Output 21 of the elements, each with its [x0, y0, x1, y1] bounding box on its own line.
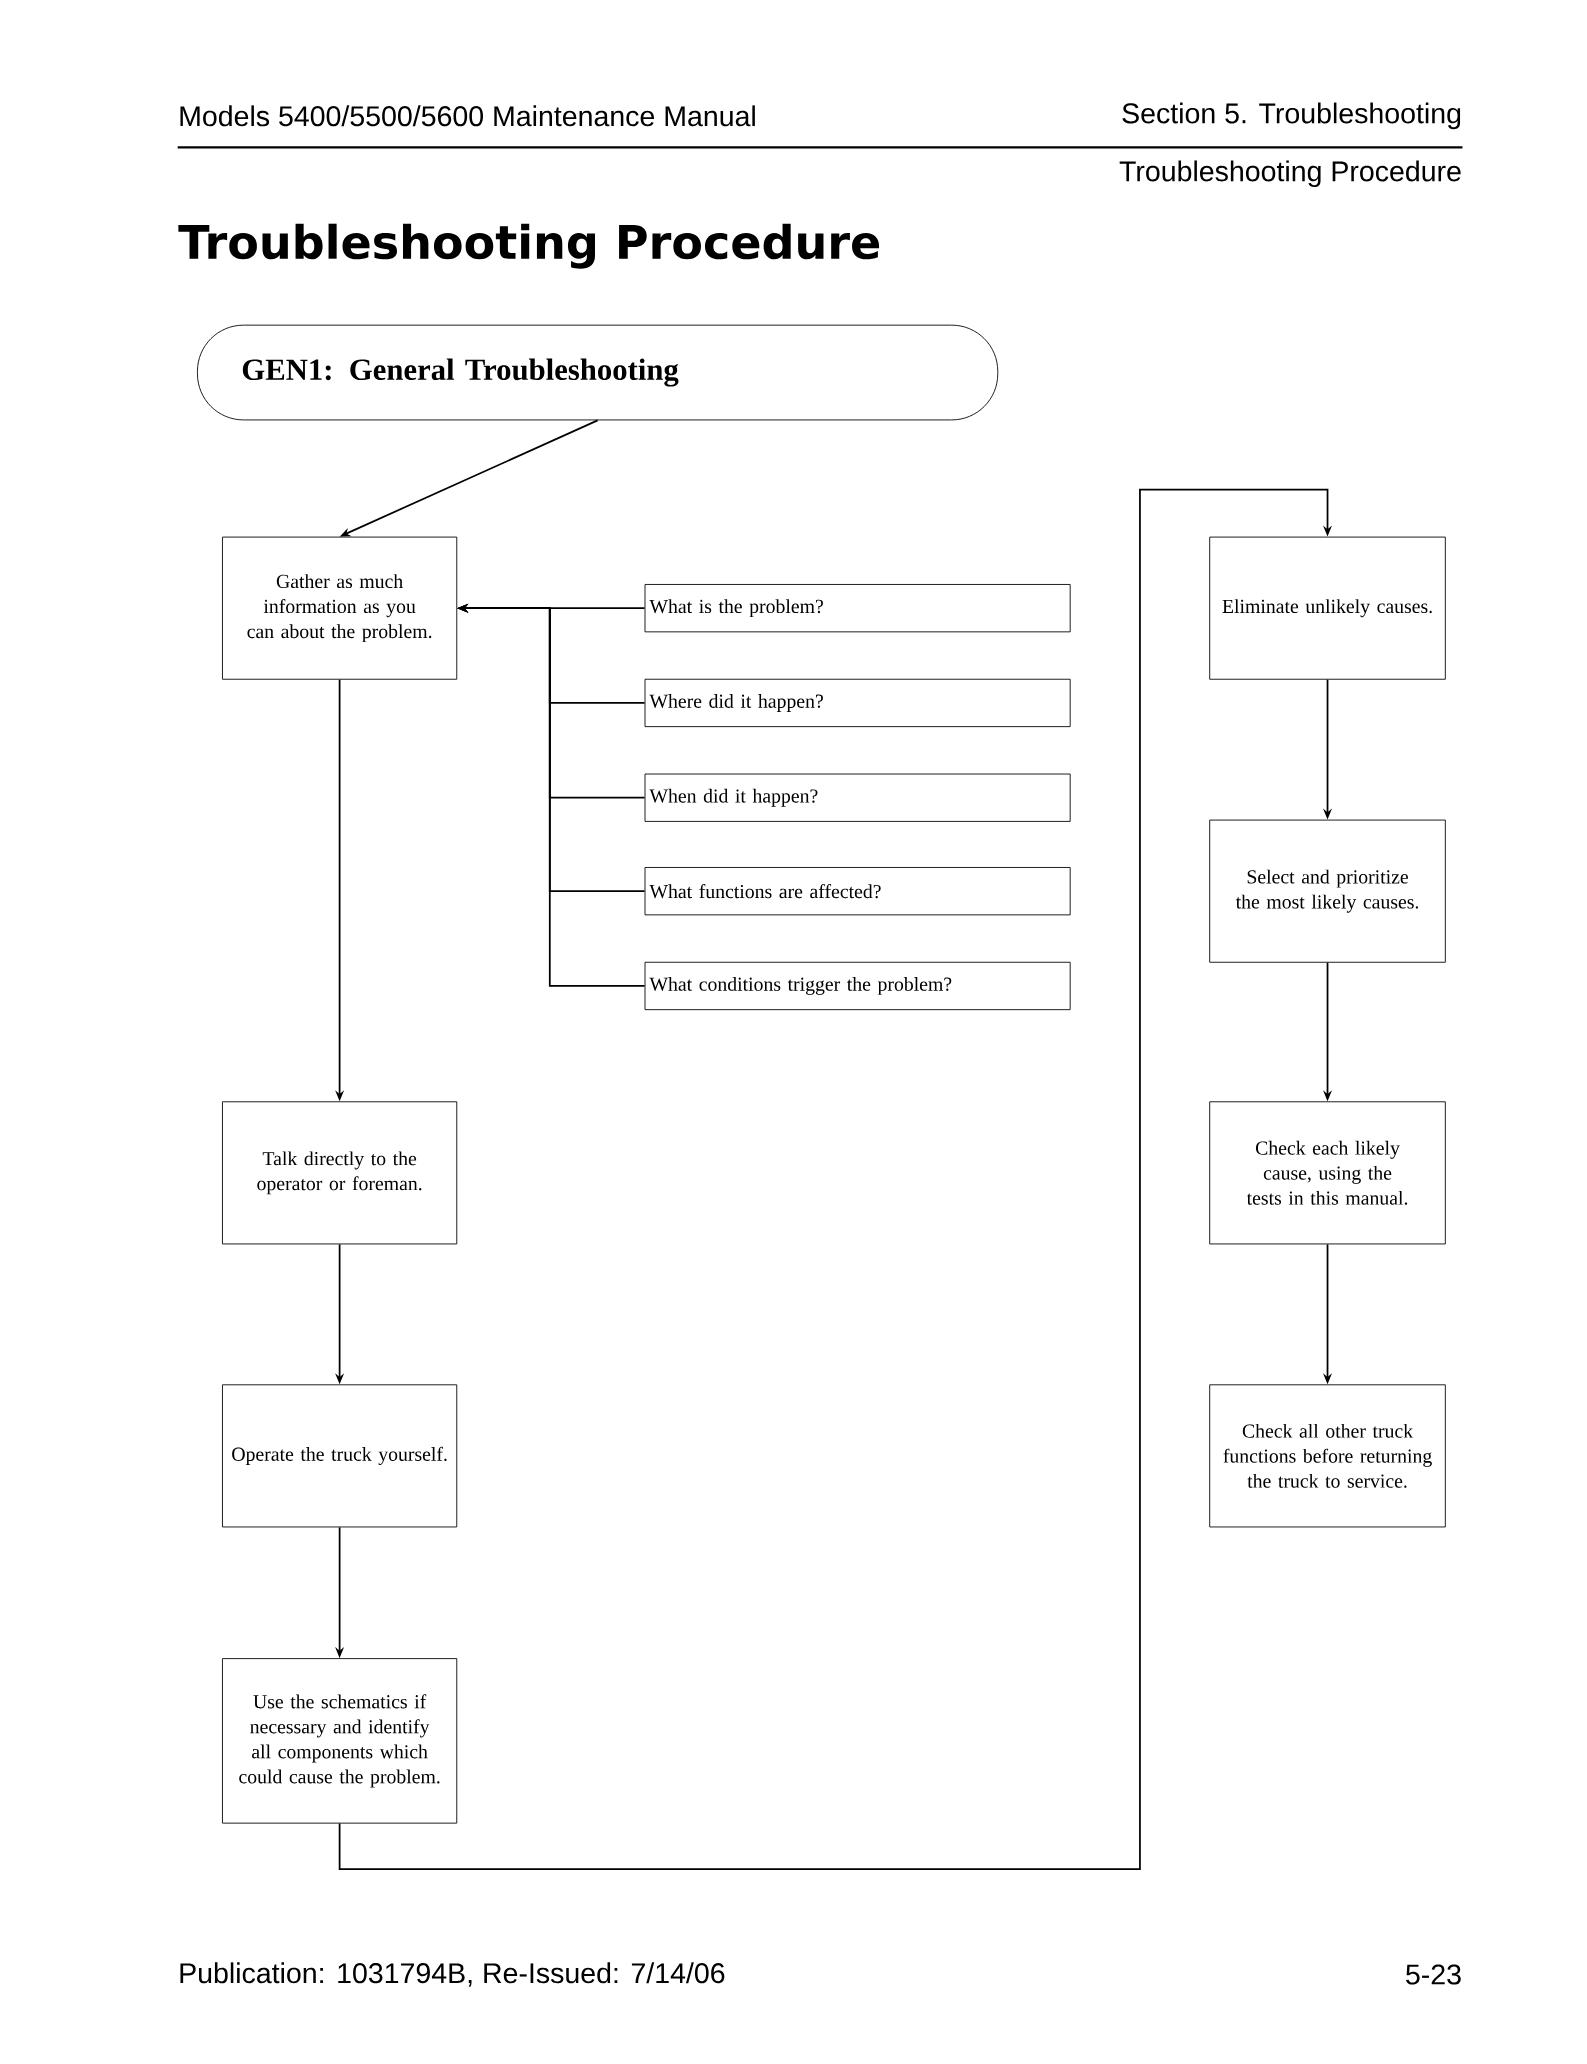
arrow [338, 488, 1332, 1871]
header-text: Models 5400/5500/5600 Maintenance Manual [180, 105, 755, 127]
process-box: Talk directly to the operator or foreman. [221, 1101, 457, 1245]
question-box: Where did it happen? [644, 678, 1071, 728]
question-box: What is the problem? [644, 584, 1071, 633]
question-box: When did it happen? [644, 773, 1071, 822]
start-box: GEN1: General Troubleshooting [196, 324, 998, 421]
question-box: What conditions trigger the problem? [644, 961, 1071, 1011]
question-box: What functions are affected? [644, 867, 1071, 916]
process-box: Operate the truck yourself. [221, 1384, 457, 1528]
section-text: Section 5. Troubleshooting [1122, 102, 1460, 130]
page-title: Troubleshooting Procedure [178, 223, 879, 269]
process-box: Eliminate unlikely causes. [1209, 536, 1446, 680]
process-box: Check all other truck functions before returning the truck to service. [1209, 1384, 1446, 1528]
subheader-text: Troubleshooting Procedure [1119, 160, 1461, 188]
process-box: Select and prioritize the most likely causes. [1209, 819, 1446, 963]
footer-text: Publication: 1031794B, Re-Issued: 7/14/06 [180, 1962, 725, 1987]
process-box: Use the schematics if necessary and identify all components which could cause the problem. [221, 1658, 457, 1824]
process-box: Gather as much information as you can about the problem. [221, 536, 457, 680]
page-number: 5-23 [1405, 1964, 1461, 1985]
process-box: Check each likely cause, using the tests in this manual. [1209, 1101, 1446, 1245]
